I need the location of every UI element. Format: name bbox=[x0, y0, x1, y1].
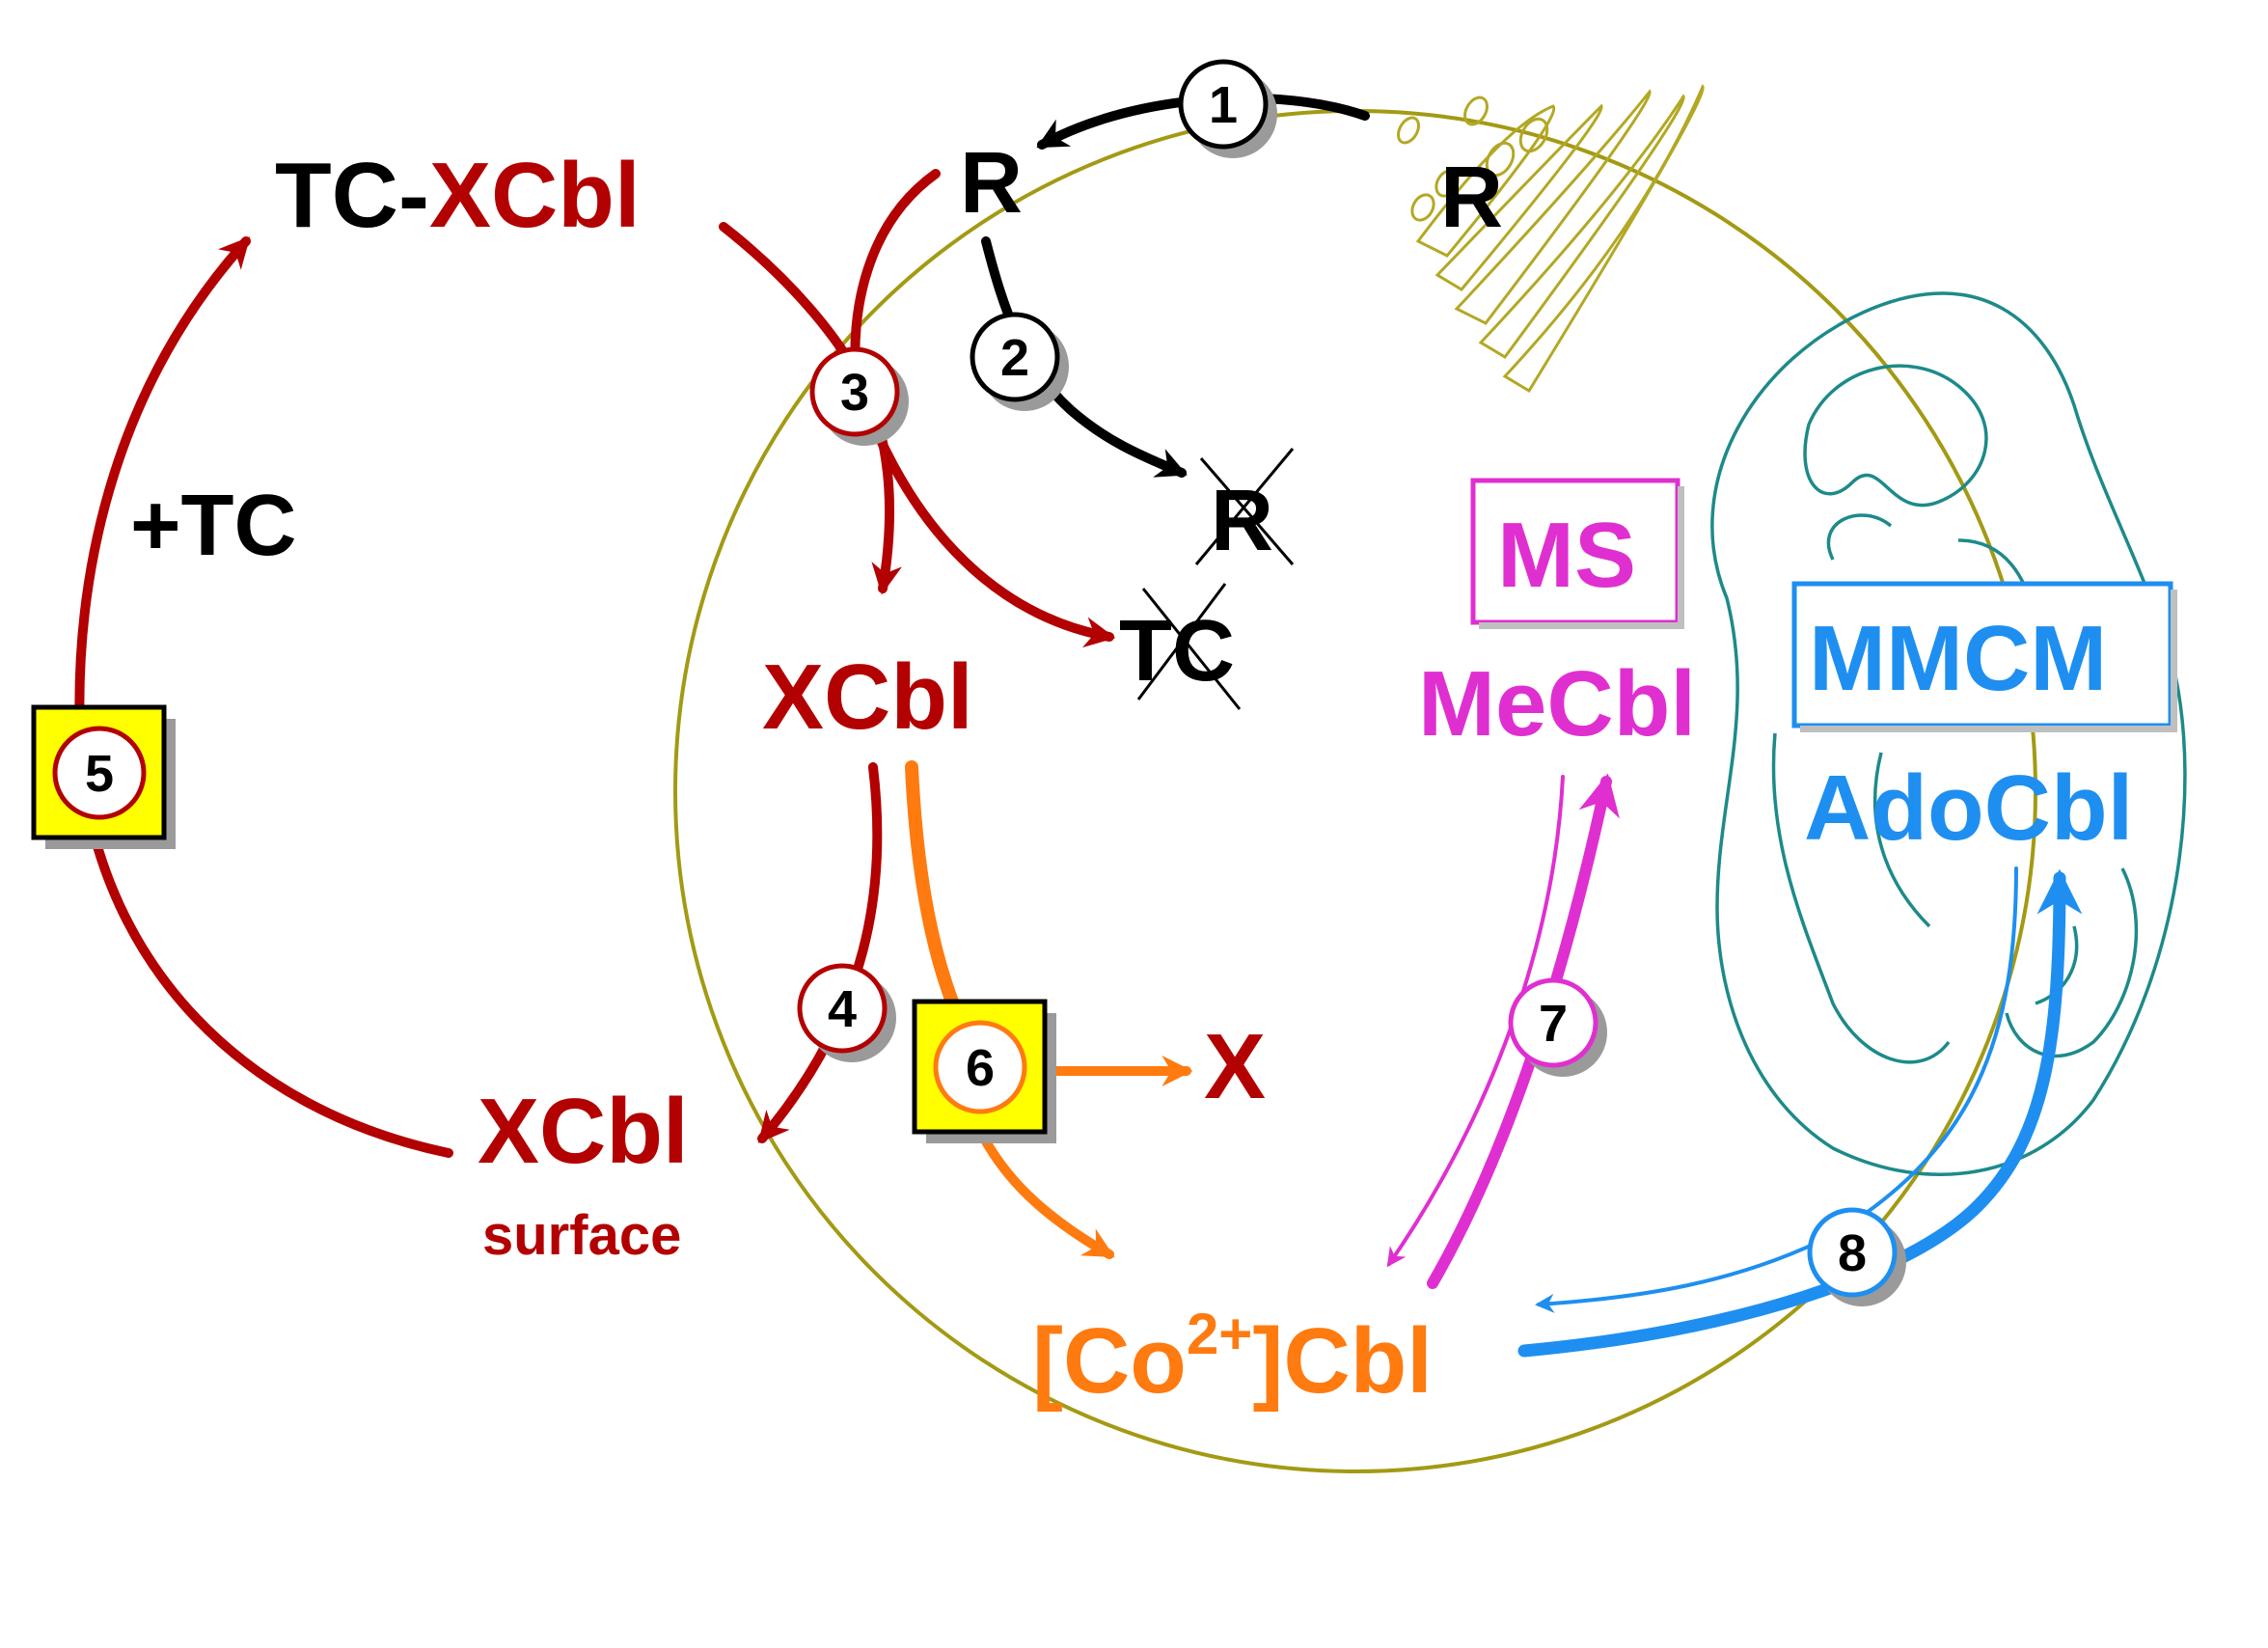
co-close: ]Cbl bbox=[1252, 1309, 1433, 1413]
ms-label: MS bbox=[1497, 504, 1636, 607]
mecbl-label: MeCbl bbox=[1418, 652, 1696, 755]
step-1-number: 1 bbox=[1209, 76, 1238, 134]
arrow-surface-to-tc-xcbl bbox=[74, 236, 453, 1158]
co-superscript: 2+ bbox=[1187, 1302, 1252, 1366]
arrow-step2 bbox=[981, 236, 1188, 478]
ms-enzyme: MS bbox=[1470, 478, 1684, 629]
step-8-marker: 8 bbox=[1807, 1207, 1906, 1306]
step-1-marker: 1 bbox=[1178, 59, 1277, 158]
mmcm-enzyme: MMCM bbox=[1791, 581, 2177, 732]
r-top-label: R bbox=[960, 135, 1023, 232]
step-6-marker: 6 bbox=[912, 999, 1056, 1143]
r-degraded: R bbox=[1194, 448, 1295, 569]
r-crossed-label: R bbox=[1211, 473, 1273, 569]
x-product-label: X bbox=[1204, 1015, 1266, 1118]
step-5-number: 5 bbox=[85, 745, 114, 803]
r-right-label: R bbox=[1440, 150, 1503, 246]
xcbl-center-label: XCbl bbox=[762, 645, 973, 749]
tc-degraded: TC bbox=[1119, 583, 1242, 710]
step-2-marker: 2 bbox=[970, 312, 1069, 411]
step-4-marker: 4 bbox=[797, 963, 896, 1062]
step-7-number: 7 bbox=[1539, 995, 1568, 1053]
arrow-step4 bbox=[757, 762, 883, 1143]
arrow-step8-up bbox=[1517, 868, 2083, 1358]
tc-prefix: TC- bbox=[275, 144, 429, 247]
xcbl-surface-label: XCbl bbox=[478, 1080, 689, 1183]
step-3-marker: 3 bbox=[809, 346, 909, 446]
co-open: [Co bbox=[1032, 1309, 1187, 1413]
surface-label: surface bbox=[482, 1204, 681, 1267]
tc-xcbl-label: TC-XCbl bbox=[275, 144, 641, 247]
mmcm-label: MMCM bbox=[1809, 607, 2107, 710]
tc-crossed-label: TC bbox=[1119, 603, 1235, 700]
step-4-number: 4 bbox=[828, 980, 857, 1038]
arrow-step6-to-co bbox=[974, 1124, 1115, 1259]
arrow-step7-down bbox=[1386, 775, 1565, 1268]
golgi-organelle bbox=[1397, 83, 1705, 394]
plus-tc-label: +TC bbox=[130, 478, 297, 574]
arrow-step3-to-tc bbox=[873, 429, 1116, 648]
mitochondrion bbox=[1710, 291, 2187, 1176]
step-7-marker: 7 bbox=[1508, 977, 1607, 1077]
step-6-number: 6 bbox=[966, 1039, 995, 1097]
step-2-number: 2 bbox=[1000, 329, 1029, 387]
adocbl-label: AdoCbl bbox=[1804, 756, 2133, 860]
step-5-marker: 5 bbox=[31, 704, 176, 849]
step-3-number: 3 bbox=[840, 364, 869, 422]
step-8-number: 8 bbox=[1838, 1224, 1867, 1282]
co2-cbl-label: [Co2+]Cbl bbox=[1032, 1302, 1433, 1413]
tc-xcbl-xcbl: XCbl bbox=[429, 144, 641, 247]
